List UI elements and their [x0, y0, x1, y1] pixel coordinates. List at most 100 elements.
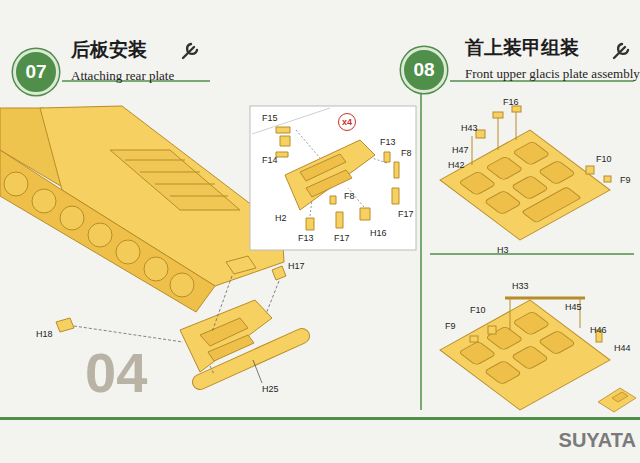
engine-deck [110, 150, 240, 210]
inset-plate [285, 140, 375, 210]
step-number: 08 [413, 59, 434, 81]
guide-line [74, 326, 183, 342]
part-f15 [276, 127, 290, 133]
panel-divider [430, 253, 634, 255]
post [472, 136, 473, 165]
inset-perspective [252, 108, 330, 134]
armor-block [459, 341, 496, 365]
guide-line [296, 130, 320, 158]
step-title-en: Front upper glacis plate assembly [465, 67, 640, 80]
brand-logo: SUYATA [559, 430, 636, 450]
armor-block [513, 311, 550, 335]
part-f13 [306, 218, 314, 230]
part-label: H17 [288, 262, 305, 271]
glacis-plate [440, 300, 610, 410]
grille-line [140, 172, 200, 173]
post [498, 118, 499, 150]
inset-frame [250, 106, 416, 250]
part-label: F14 [262, 156, 278, 165]
armor-block [459, 171, 496, 195]
part-label: F9 [445, 322, 456, 331]
armor-block [513, 141, 550, 165]
part-label: H43 [461, 124, 478, 133]
armor-block [484, 360, 521, 384]
part-label: F15 [262, 114, 278, 123]
wrench-icon [183, 44, 197, 58]
guide-line [212, 276, 232, 332]
part-f8 [394, 162, 399, 178]
glacis-parts [470, 298, 602, 342]
part-label: H18 [36, 330, 53, 339]
part-f9 [604, 176, 611, 182]
part-label: H44 [614, 344, 631, 353]
part-h16 [360, 208, 370, 220]
part-h17 [272, 266, 286, 280]
wrench-head [187, 44, 197, 54]
part-label: F17 [334, 234, 350, 243]
step-number: 07 [25, 61, 46, 83]
part-label: H42 [448, 161, 465, 170]
guide-line [210, 366, 214, 374]
guide-line [372, 158, 387, 163]
hull-bracket [226, 256, 256, 274]
grille-line [125, 160, 185, 161]
glacis-plate [440, 130, 610, 240]
part-f9 [470, 336, 478, 342]
part-label: H2 [275, 214, 287, 223]
part-h33 [505, 297, 585, 300]
guide-line [266, 281, 279, 314]
part-f13 [384, 152, 390, 162]
part-label: F17 [398, 210, 414, 219]
grille-line [155, 184, 215, 185]
heading-rule [450, 80, 634, 82]
part-label: F8 [344, 192, 355, 201]
part-label: H47 [452, 146, 469, 155]
part-label: F10 [470, 306, 486, 315]
part-label: F13 [298, 234, 314, 243]
plate-body [440, 300, 610, 410]
part-label: H25 [262, 385, 279, 394]
part-label: H3 [497, 246, 509, 255]
part-label: F9 [620, 176, 631, 185]
part-h18 [56, 318, 74, 332]
road-wheel [60, 206, 84, 230]
road-wheel [88, 223, 112, 247]
step-title-cn: 首上装甲组装 [465, 38, 579, 57]
tank-hull [0, 106, 284, 312]
post [510, 298, 511, 330]
part-label: F16 [503, 98, 519, 107]
step-number-circle: 07后板安装Attaching rear plate [13, 49, 59, 95]
glacis-parts [472, 106, 611, 182]
part-label: H16 [370, 229, 387, 238]
step-number-circle: 08首上装甲组装Front upper glacis plate assembl… [401, 47, 447, 93]
watermark: 04 [85, 345, 147, 401]
hull-deck [40, 106, 284, 286]
locator-tank [598, 388, 636, 412]
part-f10 [586, 166, 594, 174]
wrench-icon [614, 44, 628, 58]
quantity-circle: x4 [338, 113, 356, 131]
wrench-head [618, 44, 628, 54]
part-f16 [493, 112, 503, 118]
armor-block [486, 156, 523, 180]
part-label: H46 [590, 326, 607, 335]
part-f17 [392, 188, 399, 204]
road-wheel [144, 257, 168, 281]
armor-block [511, 175, 548, 199]
part-f10 [488, 326, 496, 334]
locator-turret [612, 392, 628, 402]
armor-block [538, 160, 575, 184]
inset-parts [276, 127, 399, 230]
quantity-mark: x4 [342, 117, 352, 127]
footer-bar [0, 417, 640, 420]
part-f17 [336, 212, 343, 228]
road-wheel [4, 172, 28, 196]
part-label: F13 [380, 138, 396, 147]
leader-line [253, 360, 262, 383]
step-title-cn: 后板安装 [71, 40, 147, 59]
armor-block [511, 345, 548, 369]
road-wheel [170, 273, 194, 297]
road-wheel [32, 189, 56, 213]
panel-divider [420, 92, 422, 410]
part-label: H33 [512, 282, 529, 291]
